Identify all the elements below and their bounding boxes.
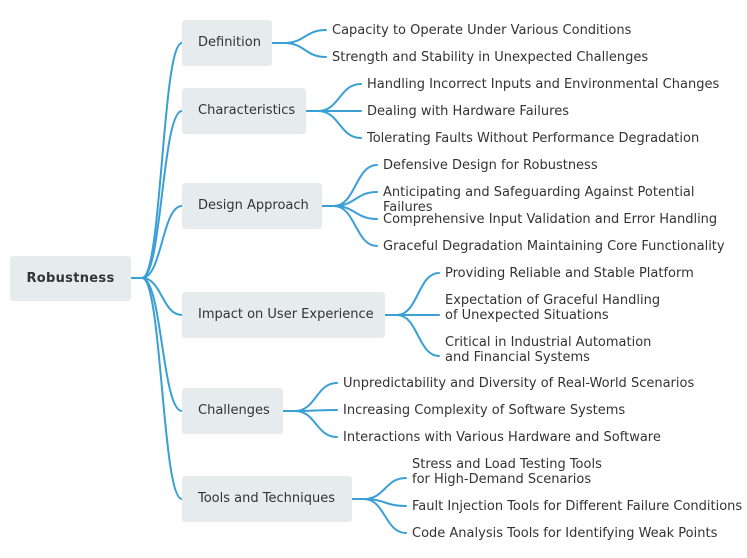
branch-node-challenges[interactable]: Challenges <box>182 388 283 434</box>
leaf-node[interactable]: Stress and Load Testing Tools for High-D… <box>412 457 602 487</box>
root-branch-connector <box>141 110 183 279</box>
branch-label: Characteristics <box>198 103 296 118</box>
branch-label: Impact on User Experience <box>198 307 374 322</box>
leaf-node[interactable]: Increasing Complexity of Software System… <box>343 403 626 418</box>
root-branch-connector <box>141 277 183 412</box>
branch-leaf-connector <box>333 205 378 247</box>
branch-label: Definition <box>198 35 261 50</box>
branch-leaf-connector <box>283 29 327 44</box>
branch-node-tools-and-techniques[interactable]: Tools and Techniques <box>182 476 352 522</box>
leaf-node[interactable]: Interactions with Various Hardware and S… <box>343 430 661 445</box>
root-branch-connector <box>141 42 183 279</box>
leaf-node[interactable]: Capacity to Operate Under Various Condit… <box>332 23 632 38</box>
branch-leaf-connector <box>294 410 338 438</box>
leaf-node[interactable]: Graceful Degradation Maintaining Core Fu… <box>383 239 725 254</box>
branch-leaf-connector <box>396 272 440 316</box>
branch-leaf-connector <box>396 314 440 357</box>
leaf-node[interactable]: Tolerating Faults Without Performance De… <box>367 131 700 146</box>
root-node[interactable]: Robustness <box>10 256 131 301</box>
root-branch-connector <box>141 277 183 316</box>
leaf-node[interactable]: Handling Incorrect Inputs and Environmen… <box>367 77 720 92</box>
branch-leaf-connector <box>363 498 407 534</box>
branch-leaf-connector <box>363 477 407 500</box>
branch-label: Design Approach <box>198 198 309 213</box>
branch-label: Tools and Techniques <box>198 491 335 506</box>
leaf-node[interactable]: Anticipating and Safeguarding Against Po… <box>383 185 695 215</box>
leaf-node[interactable]: Code Analysis Tools for Identifying Weak… <box>412 526 718 541</box>
leaf-node[interactable]: Expectation of Graceful Handling of Unex… <box>445 293 661 323</box>
branch-leaf-connector <box>294 382 338 412</box>
branch-node-impact-on-user-experience[interactable]: Impact on User Experience <box>182 292 385 338</box>
branch-leaf-connector <box>317 110 362 139</box>
branch-node-definition[interactable]: Definition <box>182 20 272 66</box>
leaf-node[interactable]: Unpredictability and Diversity of Real-W… <box>343 376 695 391</box>
branch-leaf-connector <box>294 409 338 412</box>
root-branch-connector <box>141 205 183 279</box>
leaf-node[interactable]: Critical in Industrial Automation and Fi… <box>445 335 652 365</box>
leaf-node[interactable]: Comprehensive Input Validation and Error… <box>383 212 718 227</box>
leaf-node[interactable]: Strength and Stability in Unexpected Cha… <box>332 50 649 65</box>
leaf-node[interactable]: Fault Injection Tools for Different Fail… <box>412 499 743 514</box>
leaf-node[interactable]: Providing Reliable and Stable Platform <box>445 266 694 281</box>
leaf-node[interactable]: Defensive Design for Robustness <box>383 158 598 173</box>
branch-label: Challenges <box>198 403 270 418</box>
branch-node-characteristics[interactable]: Characteristics <box>182 88 306 134</box>
root-branch-connector <box>141 277 183 500</box>
leaf-node[interactable]: Dealing with Hardware Failures <box>367 104 569 119</box>
root-label: Robustness <box>26 270 115 286</box>
branch-leaf-connector <box>283 42 327 58</box>
branch-leaf-connector <box>317 83 362 112</box>
branch-node-design-approach[interactable]: Design Approach <box>182 183 322 229</box>
